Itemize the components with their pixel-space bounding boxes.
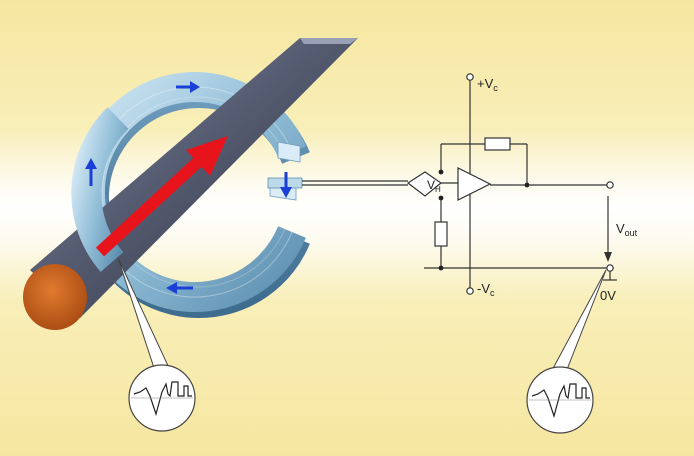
terminal-ground	[606, 264, 614, 272]
vout-arrow	[604, 252, 612, 262]
field-arrow-gap	[280, 172, 292, 198]
ground-symbol	[603, 271, 617, 281]
input-waveform-callout	[117, 257, 196, 432]
hall-voltage-label: VH	[427, 178, 441, 194]
field-arrow-bottom	[166, 282, 193, 294]
field-arrow-top	[176, 81, 200, 93]
junction-dot	[524, 182, 530, 188]
terminal-negative-supply	[466, 287, 474, 295]
input-resistor	[434, 221, 448, 247]
field-arrow-left	[85, 158, 97, 186]
current-direction-arrow	[95, 136, 228, 257]
negative-supply-label: -Vc	[477, 281, 495, 298]
conductor-cross-section	[23, 264, 87, 330]
op-amp-symbol	[457, 167, 492, 201]
junction-dot	[438, 169, 444, 175]
positive-supply-label: +Vc	[477, 76, 498, 93]
input-waveform	[133, 381, 192, 417]
terminal-output	[606, 181, 614, 189]
input-diamond	[406, 171, 458, 197]
amplifier-circuit	[302, 78, 609, 290]
output-waveform-callout	[526, 269, 607, 434]
terminal-positive-supply	[466, 73, 474, 81]
output-voltage-label: Vout	[616, 221, 638, 238]
junction-dot	[438, 195, 444, 201]
junction-dots	[438, 169, 530, 271]
zero-volt-label: 0V	[600, 288, 616, 303]
output-waveform	[531, 383, 590, 419]
feedback-resistor	[484, 137, 511, 151]
junction-dot	[438, 265, 444, 271]
